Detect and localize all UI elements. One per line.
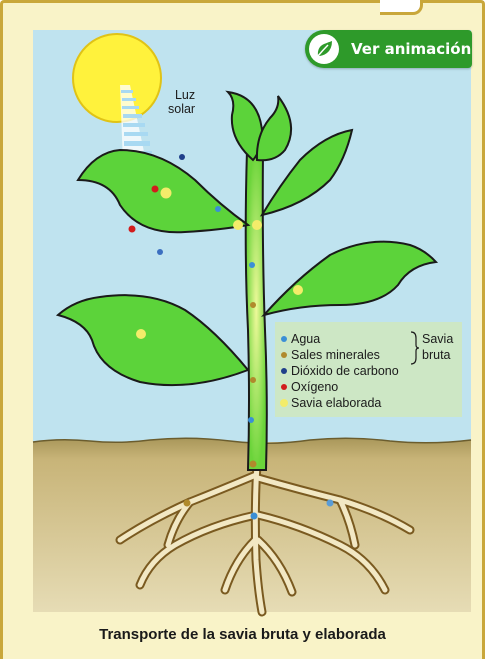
ver-animacion-label: Ver animación: [351, 40, 471, 58]
legend-item-dioxido-de-carbono: Dióxido de carbono: [291, 364, 399, 378]
legend-item-savia-elaborada: Savia elaborada: [291, 396, 381, 410]
leaf-icon: [309, 34, 339, 64]
sun-label: Luz solar: [168, 88, 195, 116]
sun-label-line1: Luz: [168, 88, 195, 102]
legend-group-label-line1: Savia: [422, 332, 453, 346]
diagram-caption: Transporte de la savia bruta y elaborada: [0, 626, 485, 643]
legend-marker: [281, 336, 287, 342]
legend-marker: [281, 368, 287, 374]
legend-item-agua: Agua: [291, 332, 320, 346]
legend-group-label-line2: bruta: [422, 348, 451, 362]
legend-item-sales-minerales: Sales minerales: [291, 348, 380, 362]
ver-animacion-button[interactable]: Ver animación: [305, 30, 472, 68]
legend-marker: [281, 384, 287, 390]
sun: [73, 34, 161, 122]
legend-marker: [281, 352, 287, 358]
sun-label-line2: solar: [168, 102, 195, 116]
legend-item-oxigeno: Oxígeno: [291, 380, 338, 394]
legend-marker: [280, 399, 288, 407]
